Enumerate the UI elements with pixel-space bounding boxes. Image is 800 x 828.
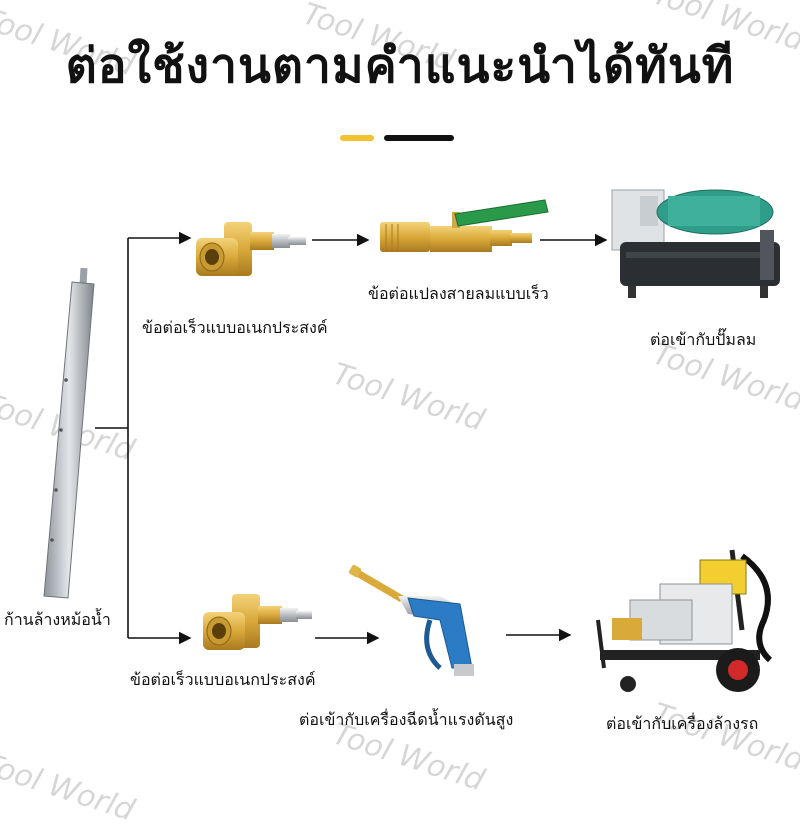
title-underline-yellow <box>340 135 374 141</box>
label-washer: ต่อเข้ากับเครื่องล้างรถ <box>606 714 759 733</box>
quick-coupler-bottom-image <box>203 594 312 650</box>
label-coupler-bottom: ข้อต่อเร็วแบบอเนกประสงค์ <box>130 670 316 689</box>
label-compressor: ต่อเข้ากับปั๊มลม <box>650 330 757 349</box>
wand-image <box>43 267 95 599</box>
flow-diagram <box>43 189 780 692</box>
label-converter: ข้อต่อแปลงสายลมแบบเร็ว <box>368 284 549 303</box>
title-underline-black <box>384 135 454 141</box>
label-coupler-top: ข้อต่อเร็วแบบอเนกประสงค์ <box>142 318 328 337</box>
connector-lines <box>95 231 608 645</box>
air-converter-image <box>380 199 549 252</box>
label-wand: ก้านล้างหม้อน้ำ <box>4 610 111 629</box>
page-title: ต่อใช้งานตามคำแนะนำได้ทันที <box>65 38 735 94</box>
spray-gun-image <box>348 564 474 676</box>
car-washer-image <box>596 549 773 692</box>
quick-coupler-top-image <box>196 222 306 276</box>
compressor-image <box>611 189 780 298</box>
label-spray-gun: ต่อเข้ากับเครื่องฉีดน้ำแรงดันสูง <box>299 710 514 729</box>
